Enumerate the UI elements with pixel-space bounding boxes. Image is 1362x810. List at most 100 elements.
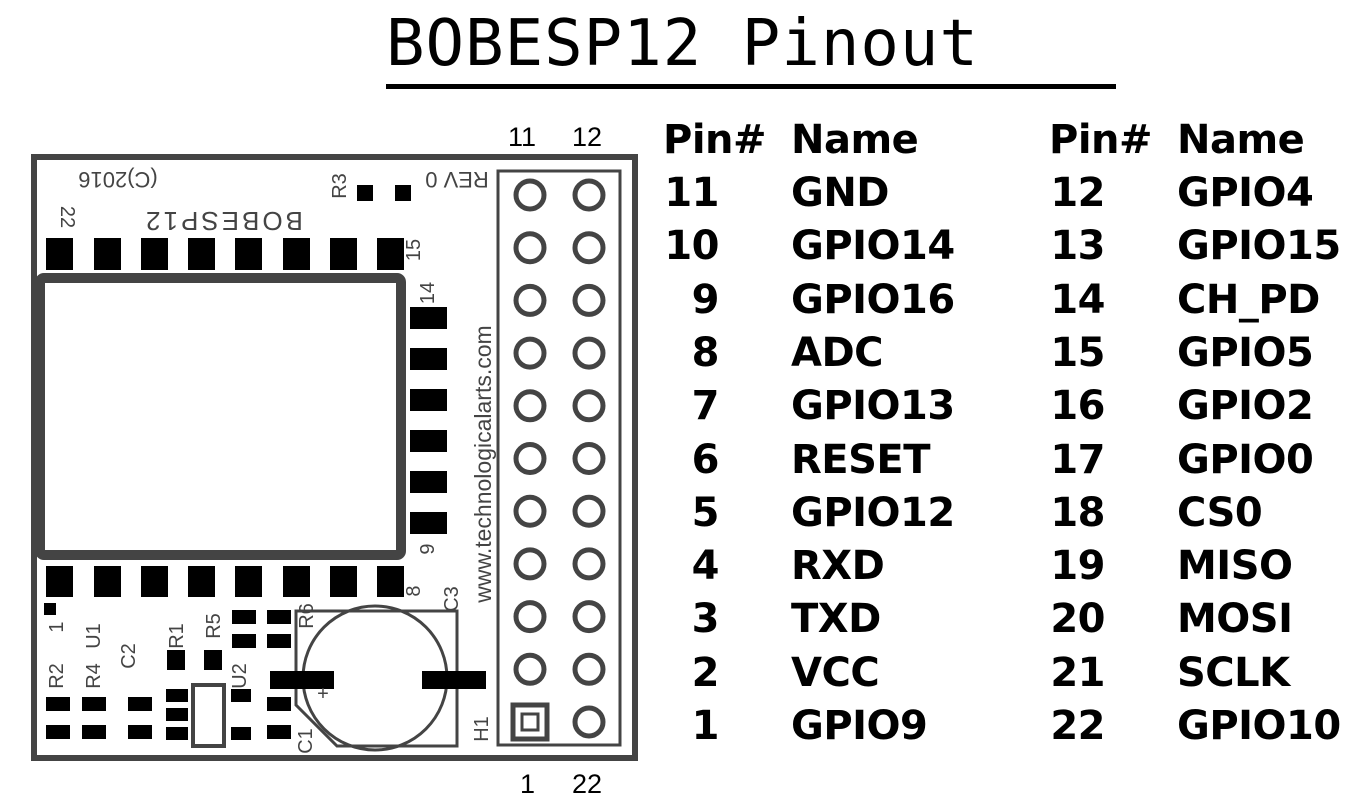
silkscreen-label: 22 — [56, 206, 78, 228]
pin-name: GPIO5 — [1177, 329, 1314, 376]
right-pad-column — [410, 307, 447, 534]
pcb-board-diagram: BOBESP12 (C)2016 REV 0 www.technological… — [31, 154, 638, 761]
silkscreen-label: R5 — [203, 613, 225, 639]
silkscreen-label: 1 — [46, 621, 68, 632]
silkscreen-label: H1 — [471, 716, 493, 742]
silkscreen-label: C3 — [441, 586, 463, 612]
pin-name: CH_PD — [1177, 276, 1320, 323]
pin-number: 20 — [1050, 596, 1105, 643]
pin-number: 5 — [691, 489, 720, 536]
pin-number: 21 — [1050, 649, 1105, 696]
pin-number: 15 — [1050, 329, 1105, 376]
header-pin-pad — [513, 178, 547, 212]
header-pin-pad — [513, 547, 547, 581]
connector-label-top-left: 11 — [508, 122, 537, 152]
smd-components — [46, 610, 291, 740]
copyright-text: (C)2016 — [78, 167, 157, 192]
header-pin-pad — [572, 389, 606, 423]
header-pin-pad — [572, 494, 606, 528]
pin-name: TXD — [791, 596, 881, 643]
header-pin-pad — [513, 442, 547, 475]
silkscreen-label: R2 — [46, 663, 68, 689]
board-brand-text: BOBESP12 — [143, 206, 303, 236]
silkscreen-label: 8 — [403, 585, 425, 596]
top-pad-row — [46, 238, 404, 270]
pin-number: 4 — [691, 543, 720, 590]
c1-capacitor — [270, 604, 486, 752]
pin-name: ADC — [791, 329, 884, 376]
silkscreen-label: R3 — [329, 173, 351, 199]
pin-number: 16 — [1050, 383, 1105, 430]
header-pin-pad — [572, 600, 606, 634]
pin-name: GPIO15 — [1177, 223, 1341, 270]
connector-label-bottom-left: 1 — [520, 769, 536, 799]
pin-name: GPIO4 — [1177, 170, 1314, 216]
website-text: www.technologicalarts.com — [470, 325, 496, 603]
pin1-marker — [44, 603, 56, 615]
pin-name: GPIO0 — [1177, 436, 1314, 483]
pin-name: VCC — [791, 649, 880, 696]
silkscreen-label: 15 — [403, 239, 425, 261]
header-pin-pad — [513, 283, 547, 317]
revision-text: REV 0 — [425, 167, 489, 192]
r3-pad — [395, 185, 411, 201]
esp-module-outline — [35, 273, 406, 560]
silkscreen-label: R4 — [83, 663, 105, 689]
silkscreen-label: R1 — [166, 623, 188, 649]
pin-number: 3 — [691, 596, 720, 643]
silkscreen-label: U1 — [83, 623, 105, 649]
pin-name: MOSI — [1177, 596, 1293, 643]
pin-name: CS0 — [1177, 489, 1263, 536]
pin-number: 8 — [691, 329, 720, 376]
left-pin-header: Pin# — [663, 117, 767, 163]
pin-number: 19 — [1050, 543, 1105, 590]
pin-name: GPIO13 — [791, 383, 955, 430]
header-pin-pad — [572, 178, 606, 212]
silkscreen-label: + — [317, 683, 329, 705]
header-pin-pad — [513, 389, 547, 423]
pin-number: 9 — [691, 276, 720, 323]
silkscreen-label: C2 — [118, 643, 140, 669]
silkscreen-label: R6 — [296, 603, 318, 629]
title-underline — [386, 84, 1116, 89]
pin-number: 1 — [691, 703, 720, 749]
pin-number: 2 — [691, 649, 720, 696]
header-pin-pad — [513, 494, 547, 528]
header-outline — [496, 169, 622, 747]
connector-label-top-right: 12 — [572, 122, 603, 152]
pin-number: 7 — [691, 383, 720, 430]
pin-name: GPIO2 — [1177, 383, 1314, 430]
header-pin-pad — [513, 652, 547, 686]
pin-name: GPIO9 — [791, 703, 928, 749]
header-pin-1-hole — [520, 712, 540, 732]
pin-name: GPIO12 — [791, 489, 955, 536]
silkscreen-label: U2 — [229, 663, 251, 689]
pin-number: 11 — [664, 170, 719, 216]
right-name-header: Name — [1177, 117, 1305, 163]
header-pin-pad — [513, 231, 547, 265]
pin-name: RESET — [791, 436, 931, 483]
r3-pad — [357, 185, 373, 201]
pin-number: 18 — [1050, 489, 1105, 536]
pin-number: 12 — [1050, 170, 1105, 216]
header-pin-pad — [572, 705, 606, 739]
pin-name: GPIO14 — [791, 223, 955, 270]
right-pin-header: Pin# — [1049, 117, 1153, 163]
left-name-header: Name — [791, 117, 919, 163]
pin-name: SCLK — [1177, 649, 1290, 696]
pin-name: GPIO16 — [791, 276, 955, 323]
pin-name: GND — [791, 170, 890, 216]
header-pin-pad — [572, 652, 606, 686]
pin-number: 14 — [1050, 276, 1105, 323]
pin-name: MISO — [1177, 543, 1293, 590]
header-pin-pad — [572, 231, 606, 265]
pin-number: 17 — [1050, 436, 1105, 483]
page-title: BOBESP12 Pinout — [386, 7, 979, 81]
pin-name: GPIO10 — [1177, 703, 1341, 749]
bottom-pad-row — [46, 566, 404, 597]
pin-number: 10 — [664, 223, 719, 270]
header-pin-pad — [572, 547, 606, 581]
header-pin-pad — [572, 336, 606, 370]
header-pin-pad — [513, 336, 547, 370]
